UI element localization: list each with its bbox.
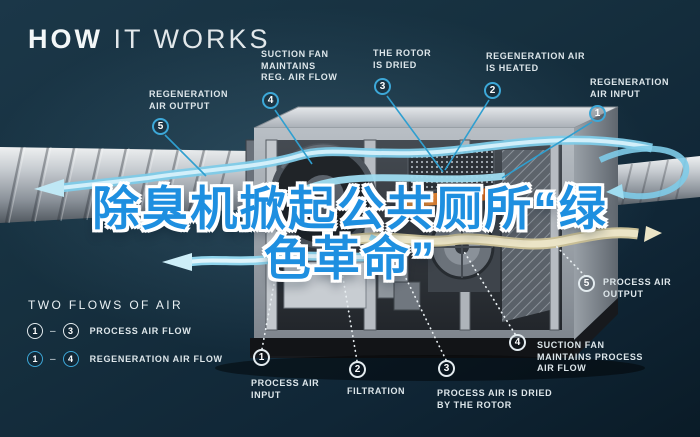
process-leader-lines bbox=[261, 245, 586, 362]
step-badge-reg-4: 4 bbox=[262, 92, 279, 109]
callout-filtration: FILTRATION bbox=[347, 386, 406, 396]
step-badge-reg-5: 5 bbox=[152, 118, 169, 135]
callout-regeneration-air-heated: REGENERATION AIR IS HEATED bbox=[486, 51, 586, 73]
callout-suction-fan-reg: SUCTION FAN MAINTAINS REG. AIR FLOW bbox=[261, 49, 338, 83]
step-badge-proc-4: 4 bbox=[509, 334, 526, 351]
legend-badge-from: 1 bbox=[27, 351, 43, 367]
legend-badge-from: 1 bbox=[27, 323, 43, 339]
step-badge-proc-2: 2 bbox=[349, 361, 366, 378]
legend-heading: TWO FLOWS OF AIR bbox=[28, 298, 184, 312]
callout-regeneration-air-input: REGENERATION AIR INPUT bbox=[590, 77, 670, 99]
callout-process-air-output: PROCESS AIR OUTPUT bbox=[603, 277, 672, 299]
legend-badge-to: 4 bbox=[62, 351, 79, 367]
regeneration-leader-lines bbox=[164, 95, 593, 179]
legend-dash: – bbox=[50, 353, 56, 365]
callout-rotor-is-dried: THE ROTOR IS DRIED bbox=[373, 48, 432, 70]
step-badge-proc-5: 5 bbox=[578, 275, 595, 292]
title-light-words: IT WORKS bbox=[113, 24, 271, 54]
callout-process-air-dried: PROCESS AIR IS DRIED BY THE ROTOR bbox=[437, 388, 553, 410]
callout-regeneration-air-output: REGENERATION AIR OUTPUT bbox=[149, 89, 229, 111]
step-badge-reg-3: 3 bbox=[374, 78, 391, 95]
process-air-ribbon bbox=[322, 226, 662, 251]
step-badge-proc-1: 1 bbox=[253, 349, 270, 366]
callout-suction-fan-process: SUCTION FAN MAINTAINS PROCESS AIR FLOW bbox=[537, 340, 644, 374]
page-title: HOW IT WORKS bbox=[28, 24, 271, 55]
legend-label-regeneration: REGENERATION AIR FLOW bbox=[89, 354, 223, 364]
legend-badge-to: 3 bbox=[62, 323, 79, 339]
headline-line1: 除臭机掀起公共厕所“绿 bbox=[92, 182, 608, 235]
step-badge-reg-1: 1 bbox=[589, 105, 606, 122]
legend-dash: – bbox=[50, 325, 56, 337]
legend-row-regeneration: 1 – 4 REGENERATION AIR FLOW bbox=[27, 351, 223, 367]
filter-wall bbox=[502, 150, 550, 322]
title-bold-word: HOW bbox=[28, 24, 103, 54]
step-badge-proc-3: 3 bbox=[438, 360, 455, 377]
legend-label-process: PROCESS AIR FLOW bbox=[89, 326, 192, 336]
step-badge-reg-2: 2 bbox=[484, 82, 501, 99]
headline-overlay: 除臭机掀起公共厕所“绿 色革命” bbox=[0, 184, 700, 284]
suction-fan bbox=[428, 210, 500, 292]
legend-row-process: 1 – 3 PROCESS AIR FLOW bbox=[27, 323, 191, 339]
callout-process-air-input: PROCESS AIR INPUT bbox=[251, 378, 320, 400]
regeneration-air-ribbon bbox=[34, 135, 690, 212]
heater-element bbox=[404, 187, 500, 208]
process-outflow-ribbon bbox=[162, 234, 407, 271]
headline-line2: 色革命” bbox=[263, 232, 437, 285]
